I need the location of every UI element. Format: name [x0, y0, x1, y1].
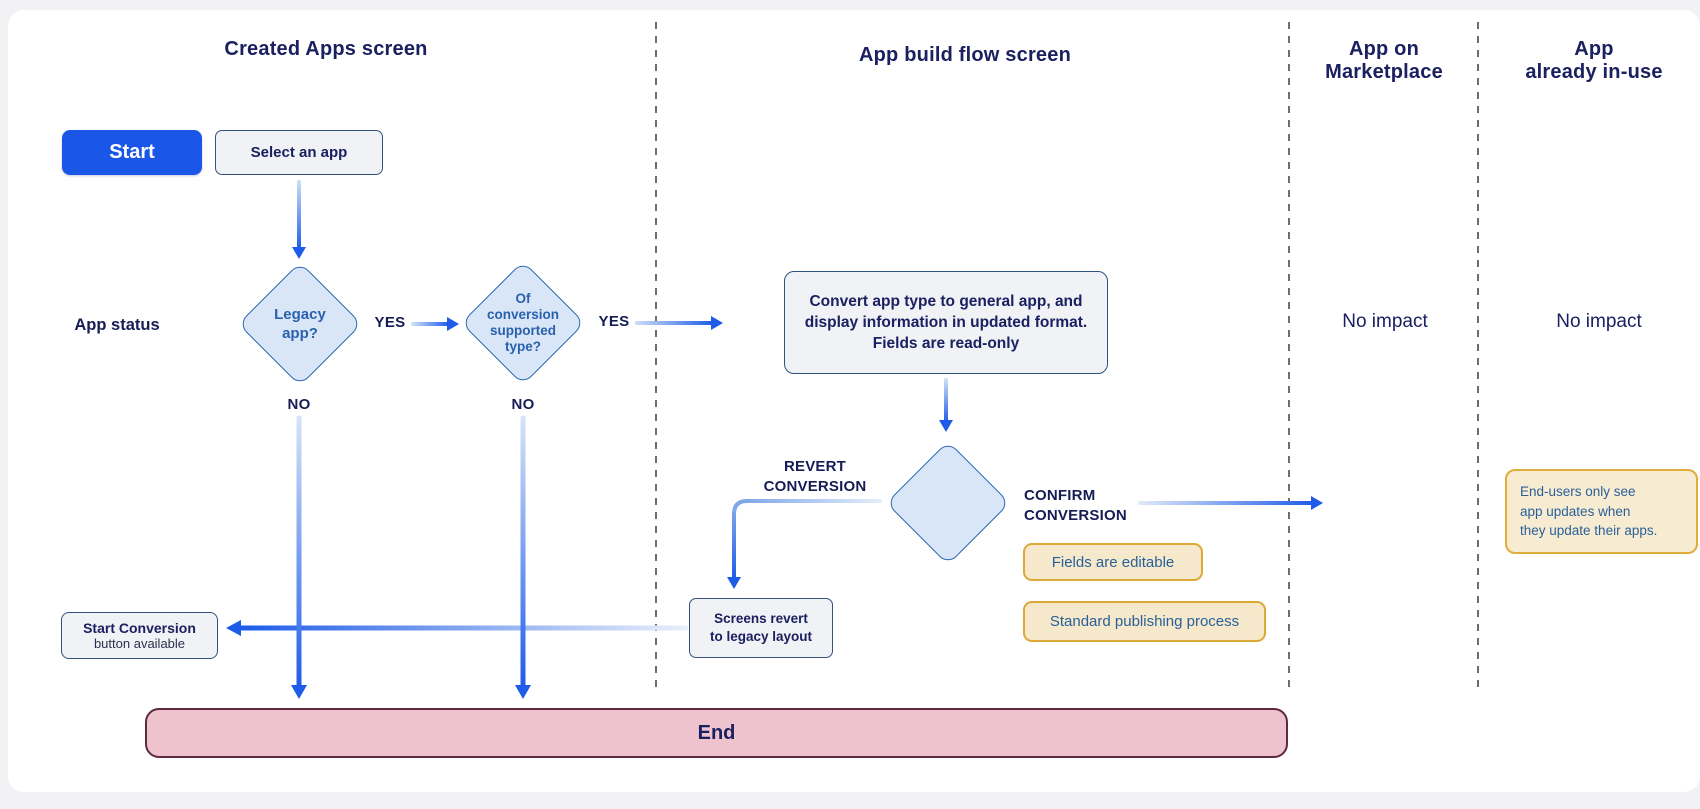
endusers-line1: End-users only see: [1520, 484, 1636, 500]
legacy-line1: Legacy: [274, 306, 326, 323]
endusers-line2: app updates when: [1520, 503, 1631, 519]
endusers-line3: they update their apps.: [1520, 523, 1658, 539]
end-label: End: [697, 721, 736, 744]
conversion-line2: conversion: [486, 307, 560, 322]
select-an-app-node: Select an app: [215, 130, 383, 175]
arrowhead-yes1: [447, 317, 459, 331]
header-created-apps: Created Apps screen: [224, 38, 428, 60]
no-impact-inuse: No impact: [1556, 311, 1642, 332]
conversion-line1: Of: [515, 291, 531, 306]
start-conversion-node: Start Conversion button available: [61, 612, 218, 659]
arrowhead-select-to-legacy: [292, 247, 306, 259]
header-inuse-line1: App: [1574, 38, 1614, 60]
no-label-1: NO: [287, 396, 311, 413]
select-an-app-label: Select an app: [250, 144, 348, 161]
arrowhead-convert-to-diamond: [939, 420, 953, 432]
header-app-on-marketplace: App on Marketplace: [1294, 38, 1474, 84]
revert-line1: REVERT: [783, 458, 847, 475]
header-inuse-line2: already in-use: [1525, 61, 1663, 83]
endusers-note: End-users only see app updates when they…: [1505, 469, 1698, 554]
start-node: Start: [62, 130, 202, 175]
fields-editable-node: Fields are editable: [1023, 543, 1203, 581]
start-conversion-line1: Start Conversion: [83, 620, 196, 636]
conversion-line4: type?: [504, 339, 541, 354]
arrowhead-confirm-right: [1311, 496, 1323, 510]
header-app-already-in-use: App already in-use: [1504, 38, 1684, 84]
standard-publishing-label: Standard publishing process: [1049, 613, 1240, 630]
convert-line2: display information in updated format.: [804, 314, 1088, 331]
yes-label-2: YES: [598, 313, 630, 330]
header-marketplace-line2: Marketplace: [1325, 61, 1443, 83]
no-impact-marketplace: No impact: [1342, 311, 1428, 332]
app-status-label: App status: [74, 316, 160, 334]
confirm-line1: CONFIRM: [1024, 487, 1096, 504]
conversion-line3: supported: [490, 323, 556, 338]
legacy-line2: app?: [282, 325, 318, 342]
arrowhead-no2-to-end: [515, 685, 531, 699]
screens-revert-node: Screens revert to legacy layout: [689, 598, 833, 658]
start-node-label: Start: [109, 141, 155, 163]
legacy-app-diamond-label: Legacy app?: [230, 280, 370, 368]
arrowhead-yes2: [711, 316, 723, 330]
screens-revert-line2: to legacy layout: [709, 629, 813, 644]
end-node: End: [145, 708, 1288, 758]
confirm-line2: CONVERSION: [1024, 507, 1127, 524]
fields-editable-label: Fields are editable: [1051, 553, 1175, 571]
header-app-build-flow: App build flow screen: [859, 44, 1071, 66]
yes-label-1: YES: [374, 314, 406, 331]
revert-line2: CONVERSION: [763, 478, 867, 495]
standard-publishing-node: Standard publishing process: [1023, 601, 1266, 642]
conversion-supported-diamond-label: Of conversion supported type?: [453, 279, 593, 367]
screens-revert-line1: Screens revert: [714, 611, 808, 626]
convert-app-type-node: Convert app type to general app, and dis…: [784, 271, 1108, 374]
revert-conversion-label: REVERT CONVERSION: [745, 457, 885, 497]
arrowhead-to-start-conversion: [226, 620, 241, 636]
header-marketplace-line1: App on: [1348, 38, 1420, 60]
convert-line1: Convert app type to general app, and: [809, 293, 1083, 310]
convert-line3: Fields are read-only: [872, 335, 1020, 352]
arrowhead-revert-down: [727, 577, 741, 589]
arrowhead-no1-to-end: [291, 685, 307, 699]
confirm-conversion-label: CONFIRM CONVERSION: [1024, 486, 1184, 526]
arrow-revert-elbow: [732, 499, 882, 580]
start-conversion-line2: button available: [93, 636, 186, 651]
no-label-2: NO: [511, 396, 535, 413]
